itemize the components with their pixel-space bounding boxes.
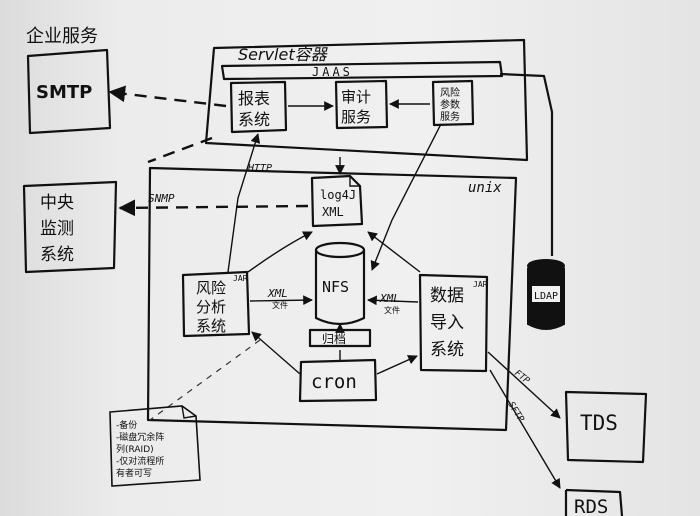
nfs-storage: NFS (314, 241, 366, 326)
central-line-3: 系统 (40, 245, 74, 265)
risk-to-nfs-arrow (249, 295, 313, 306)
smtp-box: SMTP (26, 48, 112, 135)
import-to-tds-arrow (487, 351, 561, 419)
central-line-2: 监测 (40, 219, 74, 239)
nfs-label: NFS (322, 278, 349, 296)
risk-analysis-line-3: 系统 (196, 317, 226, 335)
note-line-3: 列(RAID) (116, 443, 154, 455)
http-label: HTTP (247, 163, 272, 174)
tds-box: TDS (564, 390, 648, 464)
cron-label: cron (311, 371, 357, 393)
import-line-1: 数据 (430, 286, 464, 306)
cron-box: cron (298, 358, 378, 403)
ldap-label: LDAP (534, 291, 558, 302)
import-line-2: 导入 (430, 313, 464, 333)
jaas-label: JAAS (312, 65, 353, 79)
tds-label: TDS (580, 411, 618, 435)
sticky-note: -备份 -磁盘冗余阵 列(RAID) -仅对流程所 有者可写 (109, 405, 201, 487)
log4j-line-1: log4J (320, 188, 356, 202)
data-import-box: 数据 导入 系统 JAR (418, 273, 489, 373)
log4j-to-monitor-dash (118, 199, 309, 217)
cron-to-import-arrow (376, 355, 418, 375)
note-line-1: -备份 (116, 419, 137, 431)
smtp-label: SMTP (36, 82, 92, 103)
log4j-line-2: XML (322, 205, 344, 219)
sftp-label: SFTP (505, 400, 525, 424)
ldap-storage: LDAP (499, 72, 565, 330)
import-to-log4j-arrow (367, 231, 421, 273)
report-line-2: 系统 (238, 110, 270, 129)
xml-left-sub: 文件 (272, 300, 288, 310)
note-line-5: 有者可写 (116, 467, 152, 479)
cron-to-risk-arrow (251, 331, 301, 375)
riskparam-to-nfs-arrow (370, 123, 442, 271)
risk-analysis-line-2: 分析 (196, 298, 226, 316)
snmp-label: SNMP (148, 192, 175, 205)
central-line-1: 中央 (40, 193, 74, 213)
note-line-4: -仅对流程所 (116, 455, 164, 467)
audit-service-box: 审计 服务 (334, 79, 389, 130)
xml-left-label: XML (267, 287, 288, 300)
archive-label: 归档 (322, 332, 346, 346)
risk-param-line-1: 风险 (440, 86, 460, 99)
import-line-3: 系统 (430, 340, 464, 360)
risk-param-service-box: 风险 参数 服务 (431, 79, 475, 127)
risk-param-line-2: 参数 (440, 98, 460, 111)
risk-param-line-3: 服务 (440, 110, 460, 123)
rds-label: RDS (574, 496, 608, 516)
servlet-to-monitor-dash (147, 136, 213, 164)
risk-analysis-box: 风险 分析 系统 JAR (181, 270, 251, 338)
rds-box: RDS (564, 488, 624, 516)
import-to-nfs-arrow (367, 295, 419, 306)
report-system-box: 报表 系统 (229, 80, 288, 134)
risk-analysis-line-1: 风险 (196, 279, 226, 297)
servlet-container: Servlet容器 JAAS (204, 38, 529, 162)
import-jar-tag: JAR (473, 280, 488, 289)
ftp-label: FTP (512, 368, 531, 386)
audit-line-2: 服务 (341, 108, 371, 126)
nfs-to-risk-line (247, 231, 313, 273)
unix-box: unix (146, 166, 518, 432)
risk-to-report-arrow (227, 133, 261, 273)
note-line-2: -磁盘冗余阵 (116, 431, 164, 443)
unix-label: unix (468, 180, 502, 196)
log4j-file: log4J XML (310, 174, 364, 228)
archive-box: 归档 (308, 328, 372, 348)
report-line-1: 报表 (238, 89, 270, 108)
audit-line-1: 审计 (341, 88, 371, 106)
central-monitor-box: 中央 监测 系统 (22, 180, 118, 274)
servlet-label: Servlet容器 (238, 45, 329, 64)
xml-right-sub: 文件 (384, 305, 400, 315)
risk-analysis-jar-tag: JAR (233, 274, 248, 283)
import-to-rds-arrow (489, 369, 561, 489)
xml-right-label: XML (379, 292, 400, 305)
page-title: 企业服务 (26, 26, 98, 47)
